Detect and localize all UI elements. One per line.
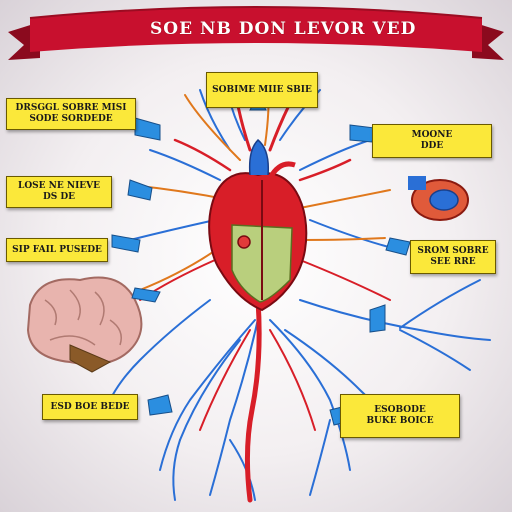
heart-illustration [208,138,308,312]
label-line: SOBIME MIIE SBIE [212,84,312,95]
label-line: BUKE BOICE [366,416,434,426]
label-right: SROM SOBRE SEE RRE [410,240,496,274]
label-line: SODE SORDEDE [29,114,113,124]
brain-illustration [26,276,143,373]
label-line: DRSGGL SOBRE MISI [15,103,127,113]
label-line: SEE RRE [430,257,476,267]
label-bottom-right: ESOBODE BUKE BOICE [340,394,460,438]
label-line: DS DE [42,192,76,202]
label-mid-left: LOSE NE NIEVE DS DE [6,176,112,208]
sensory-organ-illustration [408,176,469,221]
label-line: ESD BOE BEDE [50,401,130,412]
label-left: SIP FAIL PUSEDE [6,238,108,262]
label-line: SROM SOBRE [417,246,489,256]
label-line: SIP FAIL PUSEDE [12,244,102,255]
diagram-title: SOE NB DON LEVOR VED [150,19,417,39]
label-line: DDE [420,141,444,151]
label-line: ESOBODE [374,405,426,415]
label-top-center: SOBIME MIIE SBIE [206,72,318,108]
title-banner [8,6,504,60]
label-top-right: MOONE DDE [372,124,492,158]
label-top-left: DRSGGL SOBRE MISI SODE SORDEDE [6,98,136,130]
label-line: MOONE [411,130,453,140]
label-line: LOSE NE NIEVE [17,181,101,191]
label-bottom-left: ESD BOE BEDE [42,394,138,420]
